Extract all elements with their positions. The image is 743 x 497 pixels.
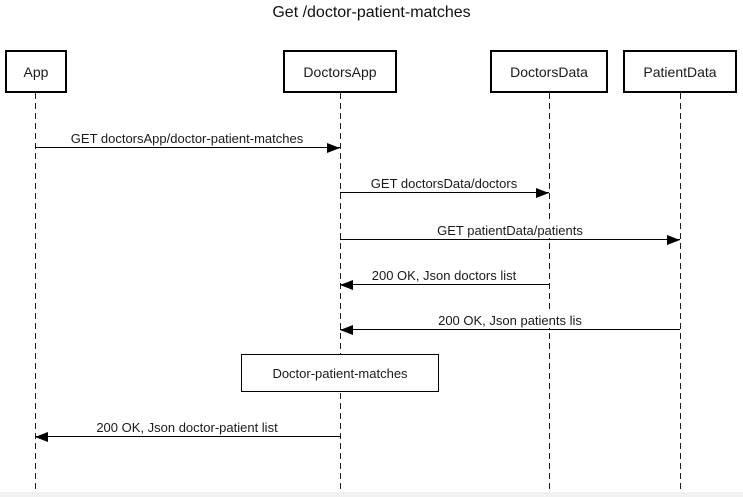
message-5-line: [340, 329, 680, 330]
message-4-arrowhead-icon: [340, 280, 353, 290]
message-4-label: 200 OK, Json doctors list: [369, 268, 519, 283]
participant-patientdata: PatientData: [623, 50, 737, 93]
lifeline-patientdata: [680, 93, 681, 492]
lifeline-doctorsdata: [549, 93, 550, 492]
activity-box: Doctor-patient-matches: [241, 354, 439, 392]
message-4-line: [340, 284, 549, 285]
participant-patientdata-label: PatientData: [643, 63, 717, 80]
message-2-line: [340, 192, 549, 193]
participant-doctorsapp-label: DoctorsApp: [303, 63, 377, 80]
message-6-arrowhead-icon: [35, 432, 48, 442]
message-6-line: [35, 436, 340, 437]
message-2-label: GET doctorsData/doctors: [368, 176, 520, 191]
message-3-label: GET patientData/patients: [435, 223, 585, 238]
message-5-arrowhead-icon: [340, 325, 353, 335]
message-3-line: [340, 239, 680, 240]
lifeline-app: [35, 93, 36, 492]
message-2-arrowhead-icon: [536, 188, 549, 198]
participant-app: App: [5, 50, 67, 93]
lifeline-doctorsapp: [340, 93, 341, 492]
participant-doctorsdata: DoctorsData: [490, 50, 608, 93]
activity-box-label: Doctor-patient-matches: [272, 365, 408, 381]
message-3-arrowhead-icon: [667, 235, 680, 245]
message-1-line: [35, 147, 340, 148]
message-5-label: 200 OK, Json patients lis: [436, 313, 584, 328]
message-1-arrowhead-icon: [327, 143, 340, 153]
message-1-label: GET doctorsApp/doctor-patient-matches: [68, 131, 306, 146]
participant-doctorsdata-label: DoctorsData: [510, 63, 588, 80]
message-6-label: 200 OK, Json doctor-patient list: [94, 420, 280, 435]
diagram-title: Get /doctor-patient-matches: [272, 4, 471, 21]
participant-doctorsapp: DoctorsApp: [283, 50, 397, 93]
horizontal-scrollbar[interactable]: [0, 492, 743, 497]
participant-app-label: App: [23, 63, 49, 80]
